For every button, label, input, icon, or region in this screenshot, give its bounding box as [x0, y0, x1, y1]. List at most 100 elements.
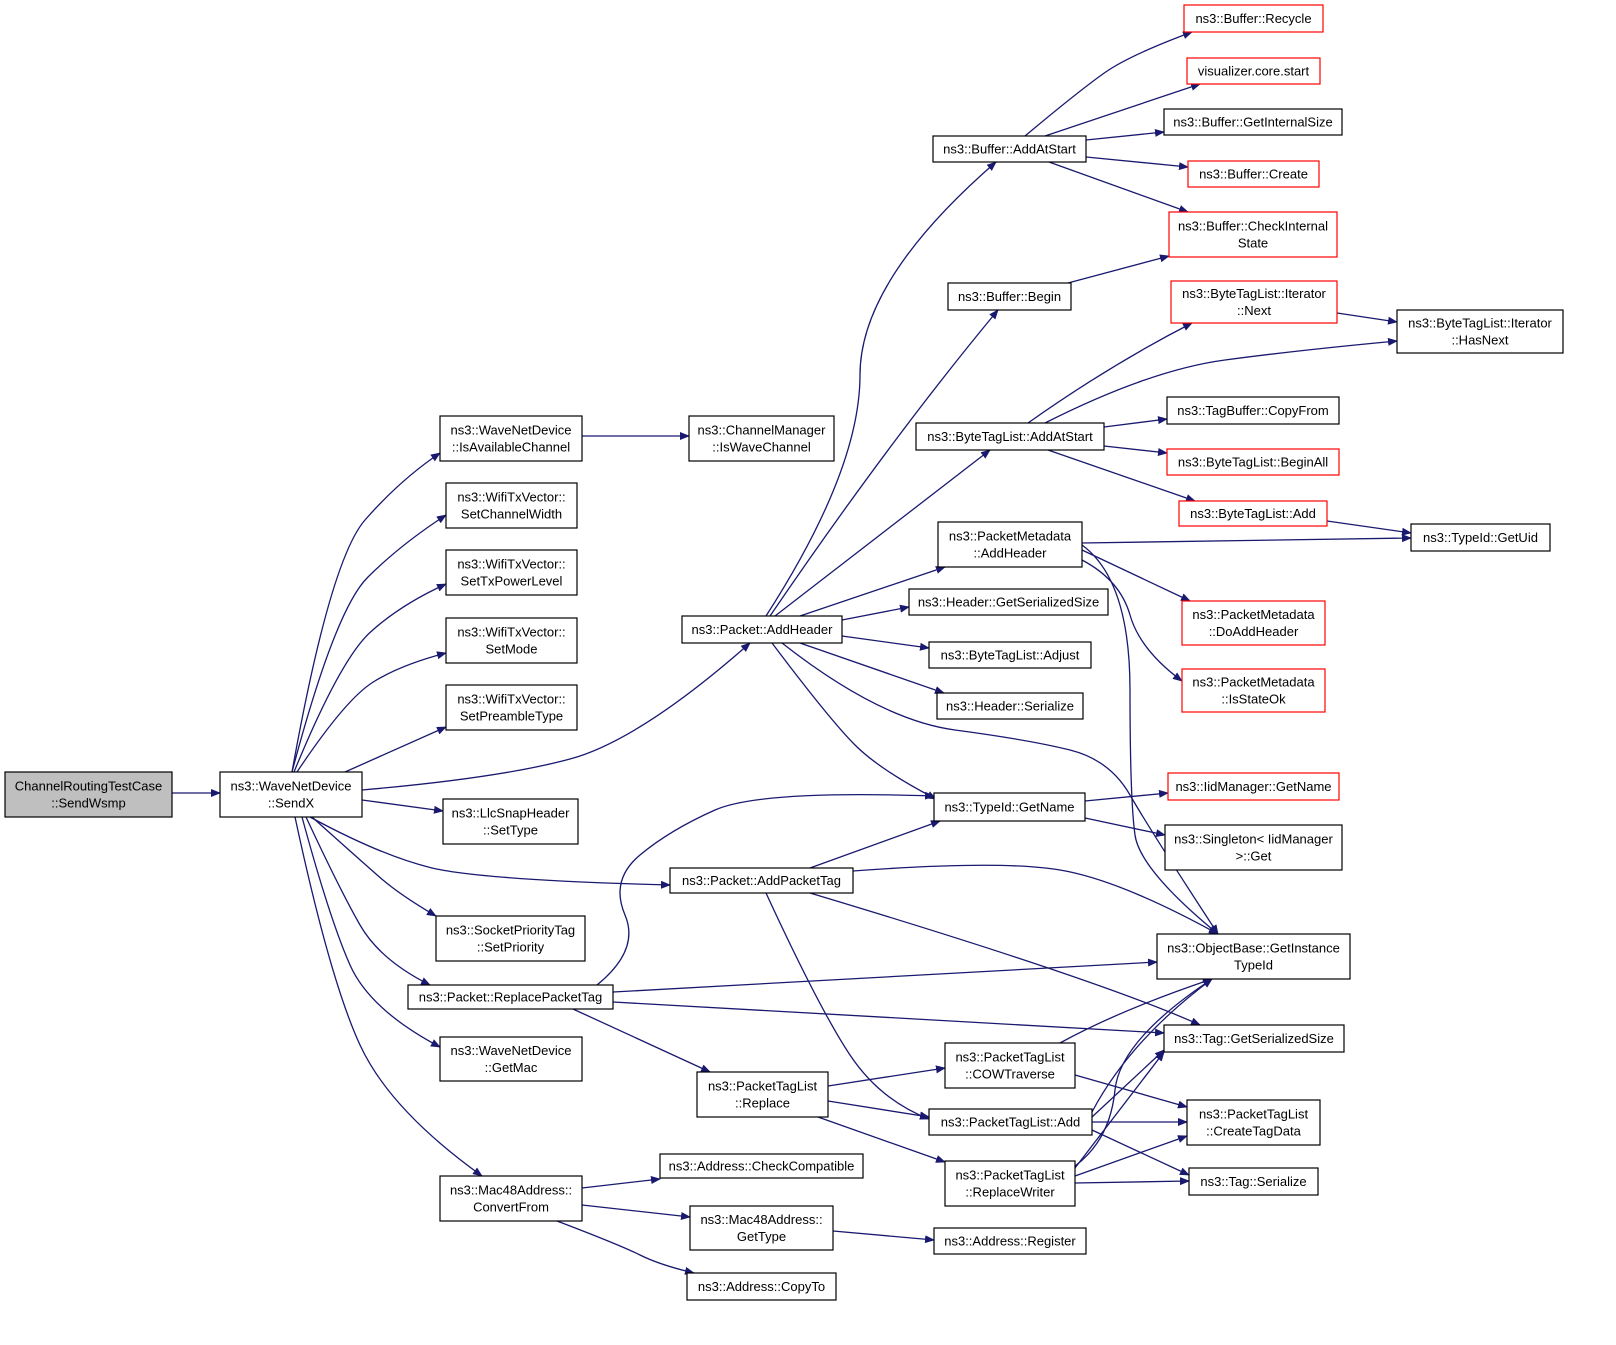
call-edge-addpt-to-taggss	[809, 892, 1201, 1026]
call-edge-sendx-to-setchw	[291, 514, 447, 773]
node-llcset[interactable]: ns3::LlcSnapHeader::SetType	[442, 798, 579, 845]
node-label: ns3::Mac48Address::	[700, 1212, 822, 1227]
node-box	[928, 1108, 1093, 1136]
node-iidgetname[interactable]: ns3::IidManager::GetName	[1167, 772, 1340, 801]
node-label: State	[1238, 236, 1268, 251]
node-btladjust[interactable]: ns3::ByteTagList::Adjust	[928, 641, 1092, 669]
node-label: ::CreateTagData	[1206, 1124, 1301, 1139]
node-isavail[interactable]: ns3::WaveNetDevice::IsAvailableChannel	[439, 415, 583, 462]
node-label: ChannelRoutingTestCase	[15, 779, 162, 794]
node-setchw[interactable]: ns3::WifiTxVector::SetChannelWidth	[445, 482, 578, 529]
node-label: ::SetType	[483, 823, 538, 838]
call-edge-btladdstart-to-btlbeginall	[1103, 445, 1168, 456]
node-addpt[interactable]: ns3::Packet::AddPacketTag	[669, 867, 854, 894]
call-edge-addhdr-to-hdrser	[799, 642, 945, 694]
node-tidgetname[interactable]: ns3::TypeId::GetName	[933, 792, 1086, 822]
node-settxpl[interactable]: ns3::WifiTxVector::SetTxPowerLevel	[445, 549, 578, 596]
call-edge-pmaddhdr-to-pmisok	[1081, 559, 1183, 682]
node-hdrser[interactable]: ns3::Header::Serialize	[936, 692, 1084, 720]
call-edge-sendx-to-replpt	[305, 816, 431, 986]
node-vizstart[interactable]: visualizer.core.start	[1186, 57, 1321, 85]
node-setmode[interactable]: ns3::WifiTxVector::SetMode	[445, 617, 578, 664]
node-copyto[interactable]: ns3::Address::CopyTo	[686, 1272, 837, 1301]
node-label: ns3::Buffer::Begin	[958, 289, 1061, 304]
node-box	[1170, 280, 1338, 324]
node-m48gettype[interactable]: ns3::Mac48Address::GetType	[689, 1205, 834, 1251]
node-label: ns3::SocketPriorityTag	[446, 923, 575, 938]
call-edge-addpt-to-objgit	[852, 864, 1219, 935]
node-getmac[interactable]: ns3::WaveNetDevice::GetMac	[439, 1036, 583, 1082]
node-label: ns3::TypeId::GetUid	[1423, 530, 1538, 545]
node-replpt[interactable]: ns3::Packet::ReplacePacketTag	[407, 984, 614, 1010]
node-box	[1166, 448, 1340, 476]
node-ptlrepl[interactable]: ns3::PacketTagList::Replace	[696, 1071, 829, 1118]
node-bufgis[interactable]: ns3::Buffer::GetInternalSize	[1163, 108, 1343, 136]
call-edge-bufaddstart-to-vizstart	[1044, 83, 1201, 137]
node-convfrom[interactable]: ns3::Mac48Address::ConvertFrom	[439, 1175, 583, 1222]
node-ptladd[interactable]: ns3::PacketTagList::Add	[928, 1108, 1093, 1136]
node-setpre[interactable]: ns3::WifiTxVector::SetPreambleType	[445, 684, 578, 731]
node-btlbeginall[interactable]: ns3::ByteTagList::BeginAll	[1166, 448, 1340, 476]
node-box	[936, 692, 1084, 720]
node-bufcreate[interactable]: ns3::Buffer::Create	[1187, 160, 1320, 188]
node-addrreg[interactable]: ns3::Address::Register	[933, 1227, 1087, 1255]
node-label: ::Replace	[735, 1096, 790, 1111]
node-iswavech[interactable]: ns3::ChannelManager::IsWaveChannel	[688, 415, 835, 462]
node-ptlrw[interactable]: ns3::PacketTagList::ReplaceWriter	[944, 1160, 1076, 1207]
call-edge-bufaddstart-to-bufchk	[1048, 161, 1189, 213]
node-label: ::IsAvailableChannel	[452, 440, 570, 455]
node-bufaddstart[interactable]: ns3::Buffer::AddAtStart	[932, 135, 1087, 163]
node-btladdstart[interactable]: ns3::ByteTagList::AddAtStart	[915, 422, 1105, 451]
call-edge-ptlrw-to-tagser	[1074, 1177, 1190, 1186]
node-label: ns3::Tag::Serialize	[1200, 1174, 1306, 1189]
node-box	[908, 588, 1109, 616]
node-label: ::HasNext	[1451, 333, 1508, 348]
node-addhdr[interactable]: ns3::Packet::AddHeader	[681, 615, 843, 644]
node-chkcompat[interactable]: ns3::Address::CheckCompatible	[659, 1153, 864, 1179]
call-edge-pmaddhdr-to-objgit	[1081, 544, 1219, 935]
node-btlithasnext[interactable]: ns3::ByteTagList::Iterator::HasNext	[1396, 309, 1564, 354]
node-ptlctd[interactable]: ns3::PacketTagList::CreateTagData	[1186, 1099, 1321, 1146]
node-label: SetTxPowerLevel	[461, 574, 563, 589]
node-sendx[interactable]: ns3::WaveNetDevice::SendX	[219, 771, 363, 818]
node-root[interactable]: ChannelRoutingTestCase::SendWsmp	[4, 771, 173, 818]
call-edge-m48gettype-to-addrreg	[832, 1230, 935, 1244]
call-edge-addhdr-to-pmaddhdr	[799, 566, 946, 617]
node-label: ns3::WaveNetDevice	[231, 779, 352, 794]
node-label: ::Next	[1237, 303, 1271, 318]
node-btladd[interactable]: ns3::ByteTagList::Add	[1178, 500, 1328, 527]
node-box	[1188, 1167, 1319, 1196]
node-ptlcow[interactable]: ns3::PacketTagList::COWTraverse	[944, 1042, 1076, 1089]
node-tagser[interactable]: ns3::Tag::Serialize	[1188, 1167, 1319, 1196]
node-box	[1163, 1024, 1345, 1053]
node-btlitnext[interactable]: ns3::ByteTagList::Iterator::Next	[1170, 280, 1338, 324]
node-box	[439, 415, 583, 462]
node-bufbegin[interactable]: ns3::Buffer::Begin	[947, 282, 1072, 311]
node-label: TypeId	[1234, 958, 1273, 973]
call-edge-replpt-to-ptlrepl	[572, 1008, 711, 1073]
node-label: ns3::WaveNetDevice	[451, 1043, 572, 1058]
node-label: ns3::TypeId::GetName	[944, 800, 1074, 815]
node-box	[445, 684, 578, 731]
node-taggss[interactable]: ns3::Tag::GetSerializedSize	[1163, 1024, 1345, 1053]
node-label: ns3::ByteTagList::Iterator	[1408, 316, 1552, 331]
node-singleton[interactable]: ns3::Singleton< IidManager>::Get	[1164, 824, 1343, 871]
node-tbcopy[interactable]: ns3::TagBuffer::CopyFrom	[1166, 396, 1340, 425]
node-tidgetuid[interactable]: ns3::TypeId::GetUid	[1410, 523, 1551, 552]
call-edge-addhdr-to-tidgetname	[771, 642, 937, 800]
node-label: ns3::Packet::AddPacketTag	[682, 873, 841, 888]
node-pmisok[interactable]: ns3::PacketMetadata::IsStateOk	[1181, 668, 1326, 713]
call-edge-pmaddhdr-to-pmdoadd	[1081, 549, 1191, 602]
node-hdrgss[interactable]: ns3::Header::GetSerializedSize	[908, 588, 1109, 616]
node-sockprio[interactable]: ns3::SocketPriorityTag::SetPriority	[435, 915, 586, 962]
node-pmdoadd[interactable]: ns3::PacketMetadata::DoAddHeader	[1181, 600, 1326, 646]
node-box	[4, 771, 173, 818]
node-bufrecycle[interactable]: ns3::Buffer::Recycle	[1183, 4, 1324, 33]
node-box	[439, 1036, 583, 1082]
call-edge-sendx-to-setmode	[296, 651, 447, 773]
node-label: ns3::Address::CopyTo	[698, 1279, 825, 1294]
node-label: ::SendWsmp	[51, 796, 125, 811]
node-pmaddhdr[interactable]: ns3::PacketMetadata::AddHeader	[937, 521, 1083, 568]
